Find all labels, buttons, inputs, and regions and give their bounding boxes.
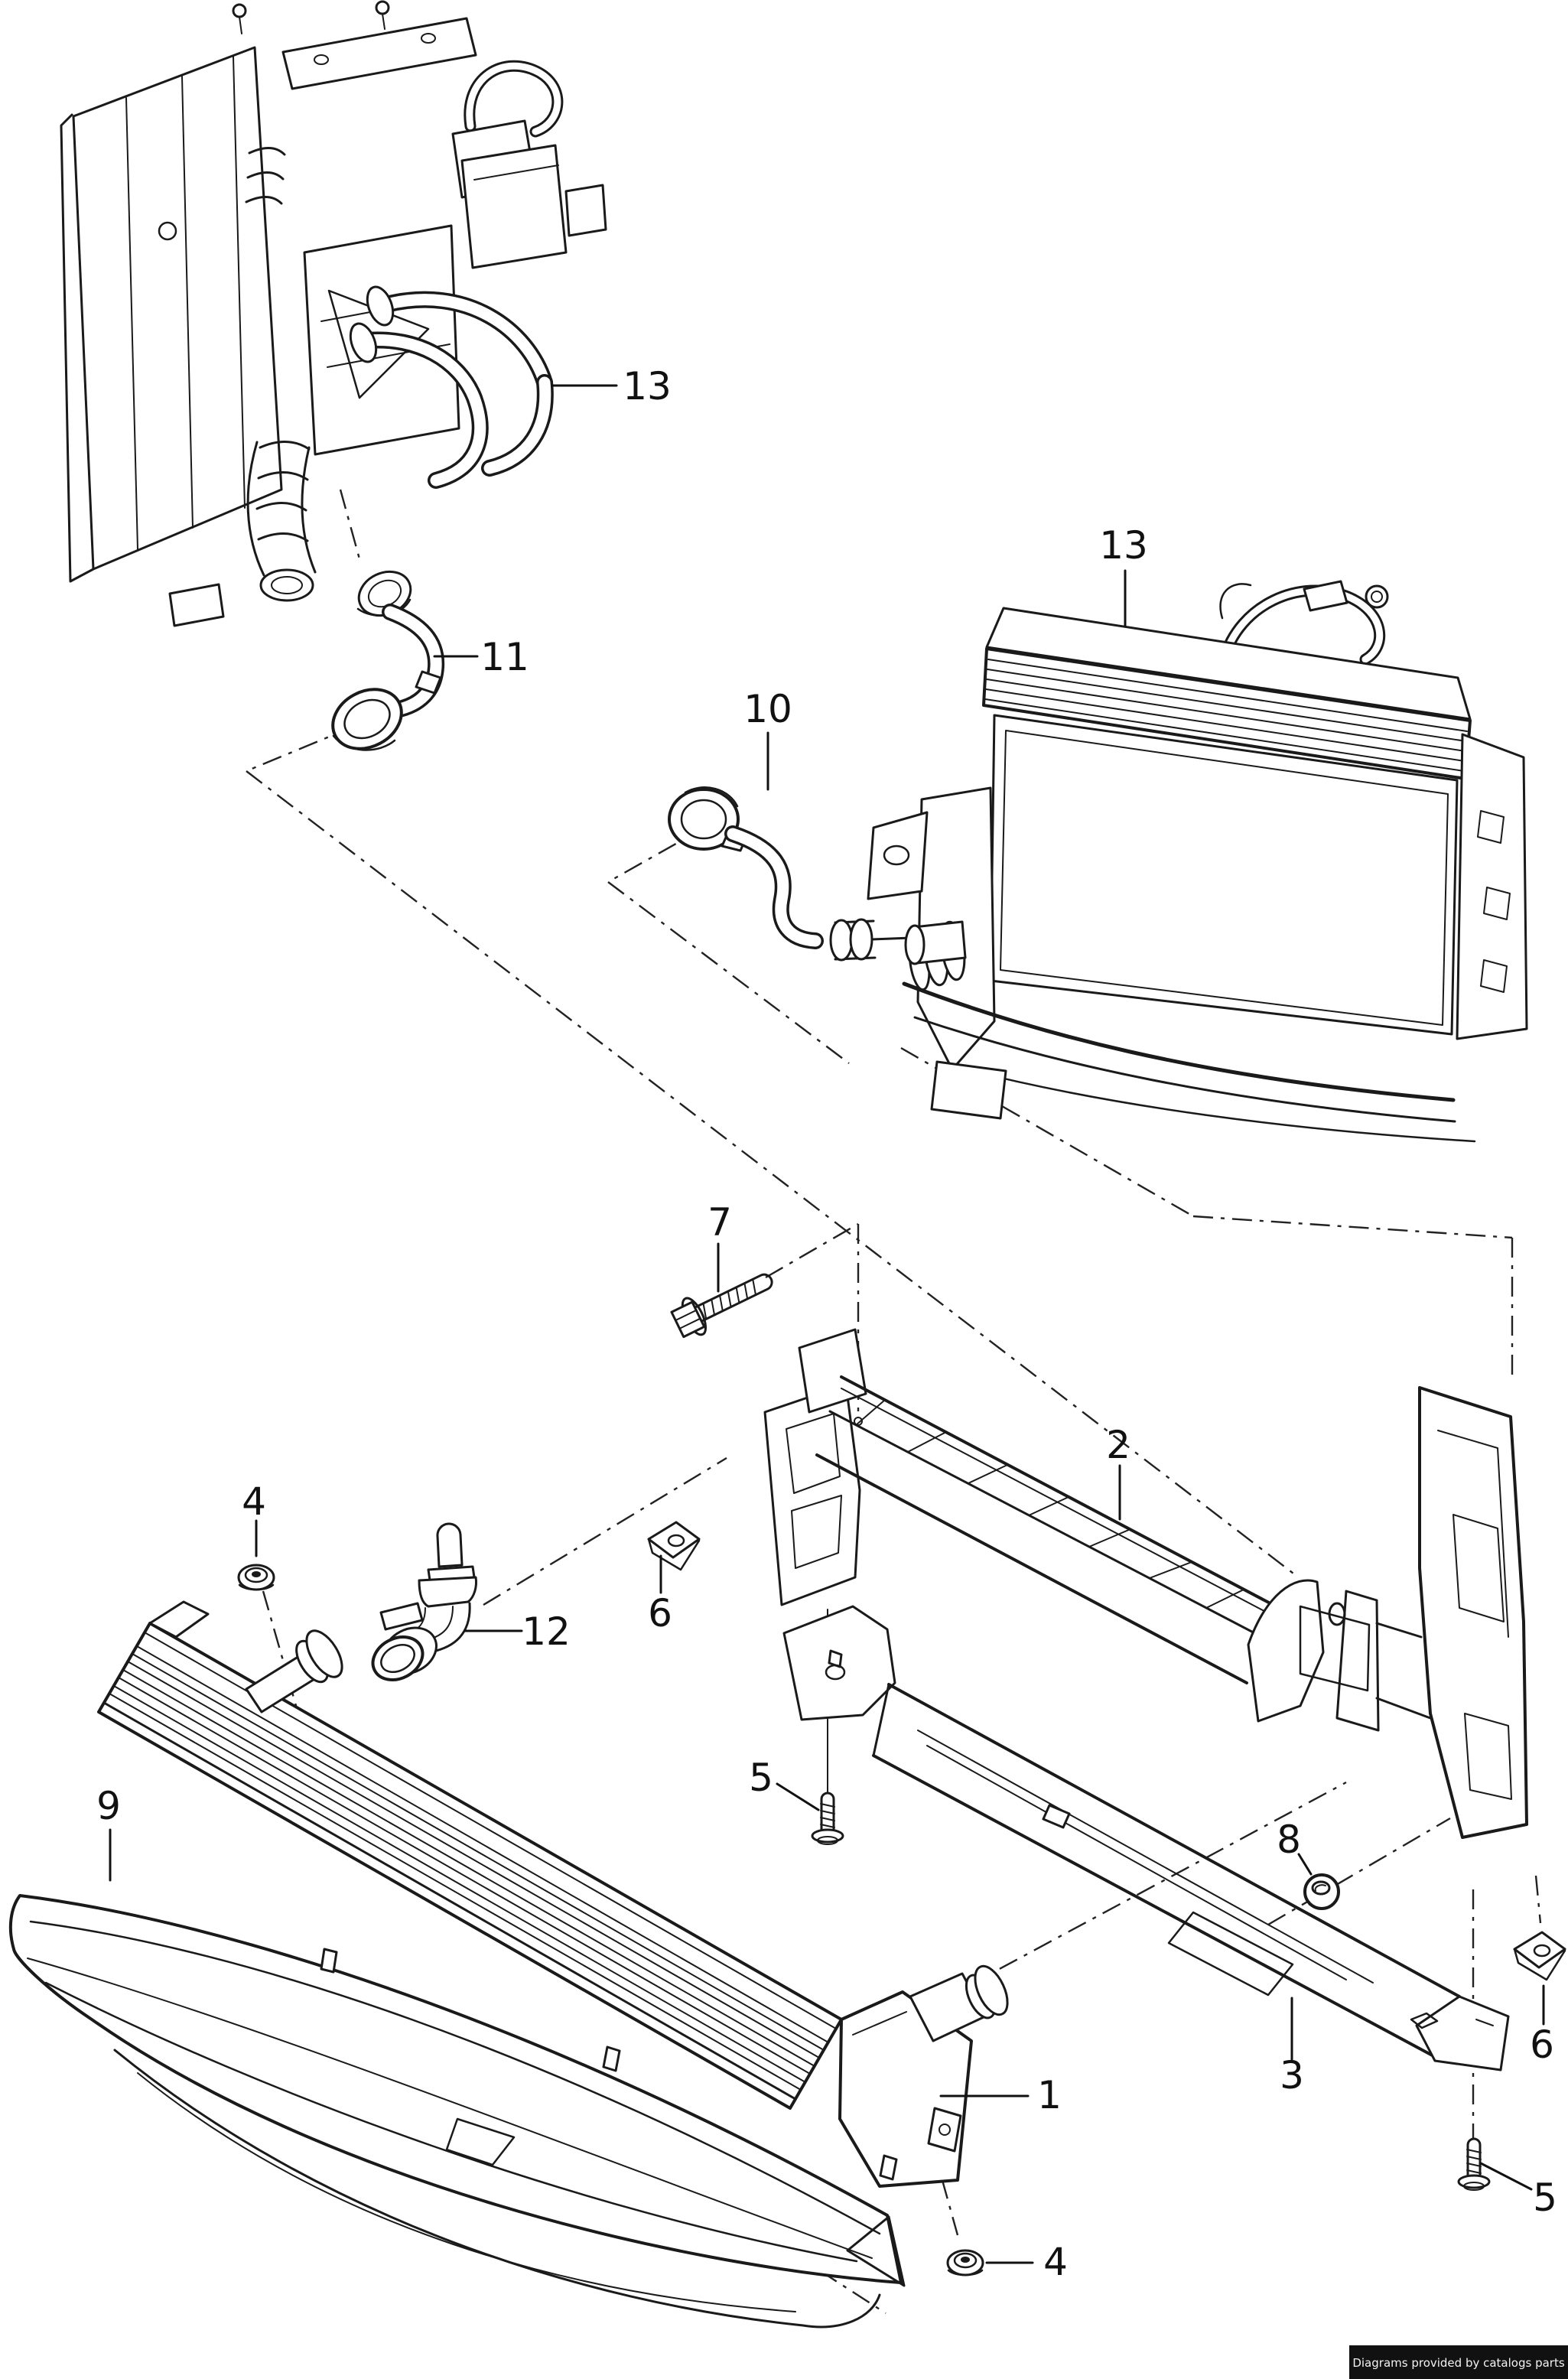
part-3-lower-air-guide (782, 1605, 1510, 2071)
callout-2: 2 (1106, 1423, 1130, 1467)
callout-13-left: 13 (623, 364, 672, 408)
center-bracket (1247, 1579, 1325, 1723)
pin-icon (232, 3, 247, 18)
part-13-radiator-assembly-left (60, 0, 607, 627)
watermark-background (1349, 2345, 1568, 2379)
part-10-hose (668, 786, 913, 962)
part-2-upper-air-guide (763, 1328, 1528, 1839)
stud-icon (825, 1664, 846, 1681)
callout-4-upper: 4 (242, 1479, 266, 1524)
hose-body (724, 825, 824, 949)
part-6-clip-lower (1513, 1931, 1566, 1981)
part-1-intercooler (97, 1600, 1009, 2188)
right-end-fold (1415, 1995, 1510, 2071)
part-12-elbow-pipe (371, 1522, 477, 1681)
part-6-clip-upper (647, 1521, 701, 1571)
part-9-air-deflector (8, 1894, 906, 2329)
callout-8: 8 (1277, 1818, 1301, 1862)
callouts: 13 11 10 13 7 2 6 4 12 5 9 8 3 6 5 4 1 (96, 364, 1557, 2284)
callout-10: 10 (743, 687, 792, 731)
callout-7: 7 (708, 1200, 732, 1245)
left-riser (763, 1383, 861, 1606)
pin-icon (375, 0, 390, 15)
watermark: Diagrams provided by catalogs parts (1349, 2345, 1568, 2379)
core-band (97, 1622, 843, 2110)
part-7-bolt (670, 1273, 773, 1339)
part-11-hose (331, 570, 445, 751)
part-5-screw-left (811, 1792, 844, 1845)
callout-6-upper: 6 (648, 1591, 672, 1635)
part-5-screw-right (1457, 2137, 1491, 2191)
part-4-grommet-upper (237, 1564, 275, 1591)
part-8-nut (1303, 1873, 1340, 1910)
callout-3: 3 (1280, 2053, 1304, 2097)
watermark-text: Diagrams provided by catalogs parts (1352, 2356, 1564, 2370)
callout-5-right: 5 (1533, 2176, 1557, 2220)
callout-6-lower: 6 (1530, 2023, 1554, 2067)
mounting-tab (927, 2107, 962, 2153)
part-4-grommet-lower (946, 2249, 984, 2276)
leader-lines (109, 384, 1545, 2264)
callout-9: 9 (96, 1784, 121, 1828)
callout-4-lower: 4 (1043, 2240, 1068, 2284)
callout-13-right: 13 (1099, 523, 1148, 568)
callout-12: 12 (522, 1609, 571, 1654)
callout-11: 11 (480, 635, 529, 679)
part-13-radiator-assembly-right (867, 580, 1528, 1143)
callout-5-left: 5 (749, 1756, 773, 1800)
callout-1: 1 (1037, 2073, 1062, 2117)
